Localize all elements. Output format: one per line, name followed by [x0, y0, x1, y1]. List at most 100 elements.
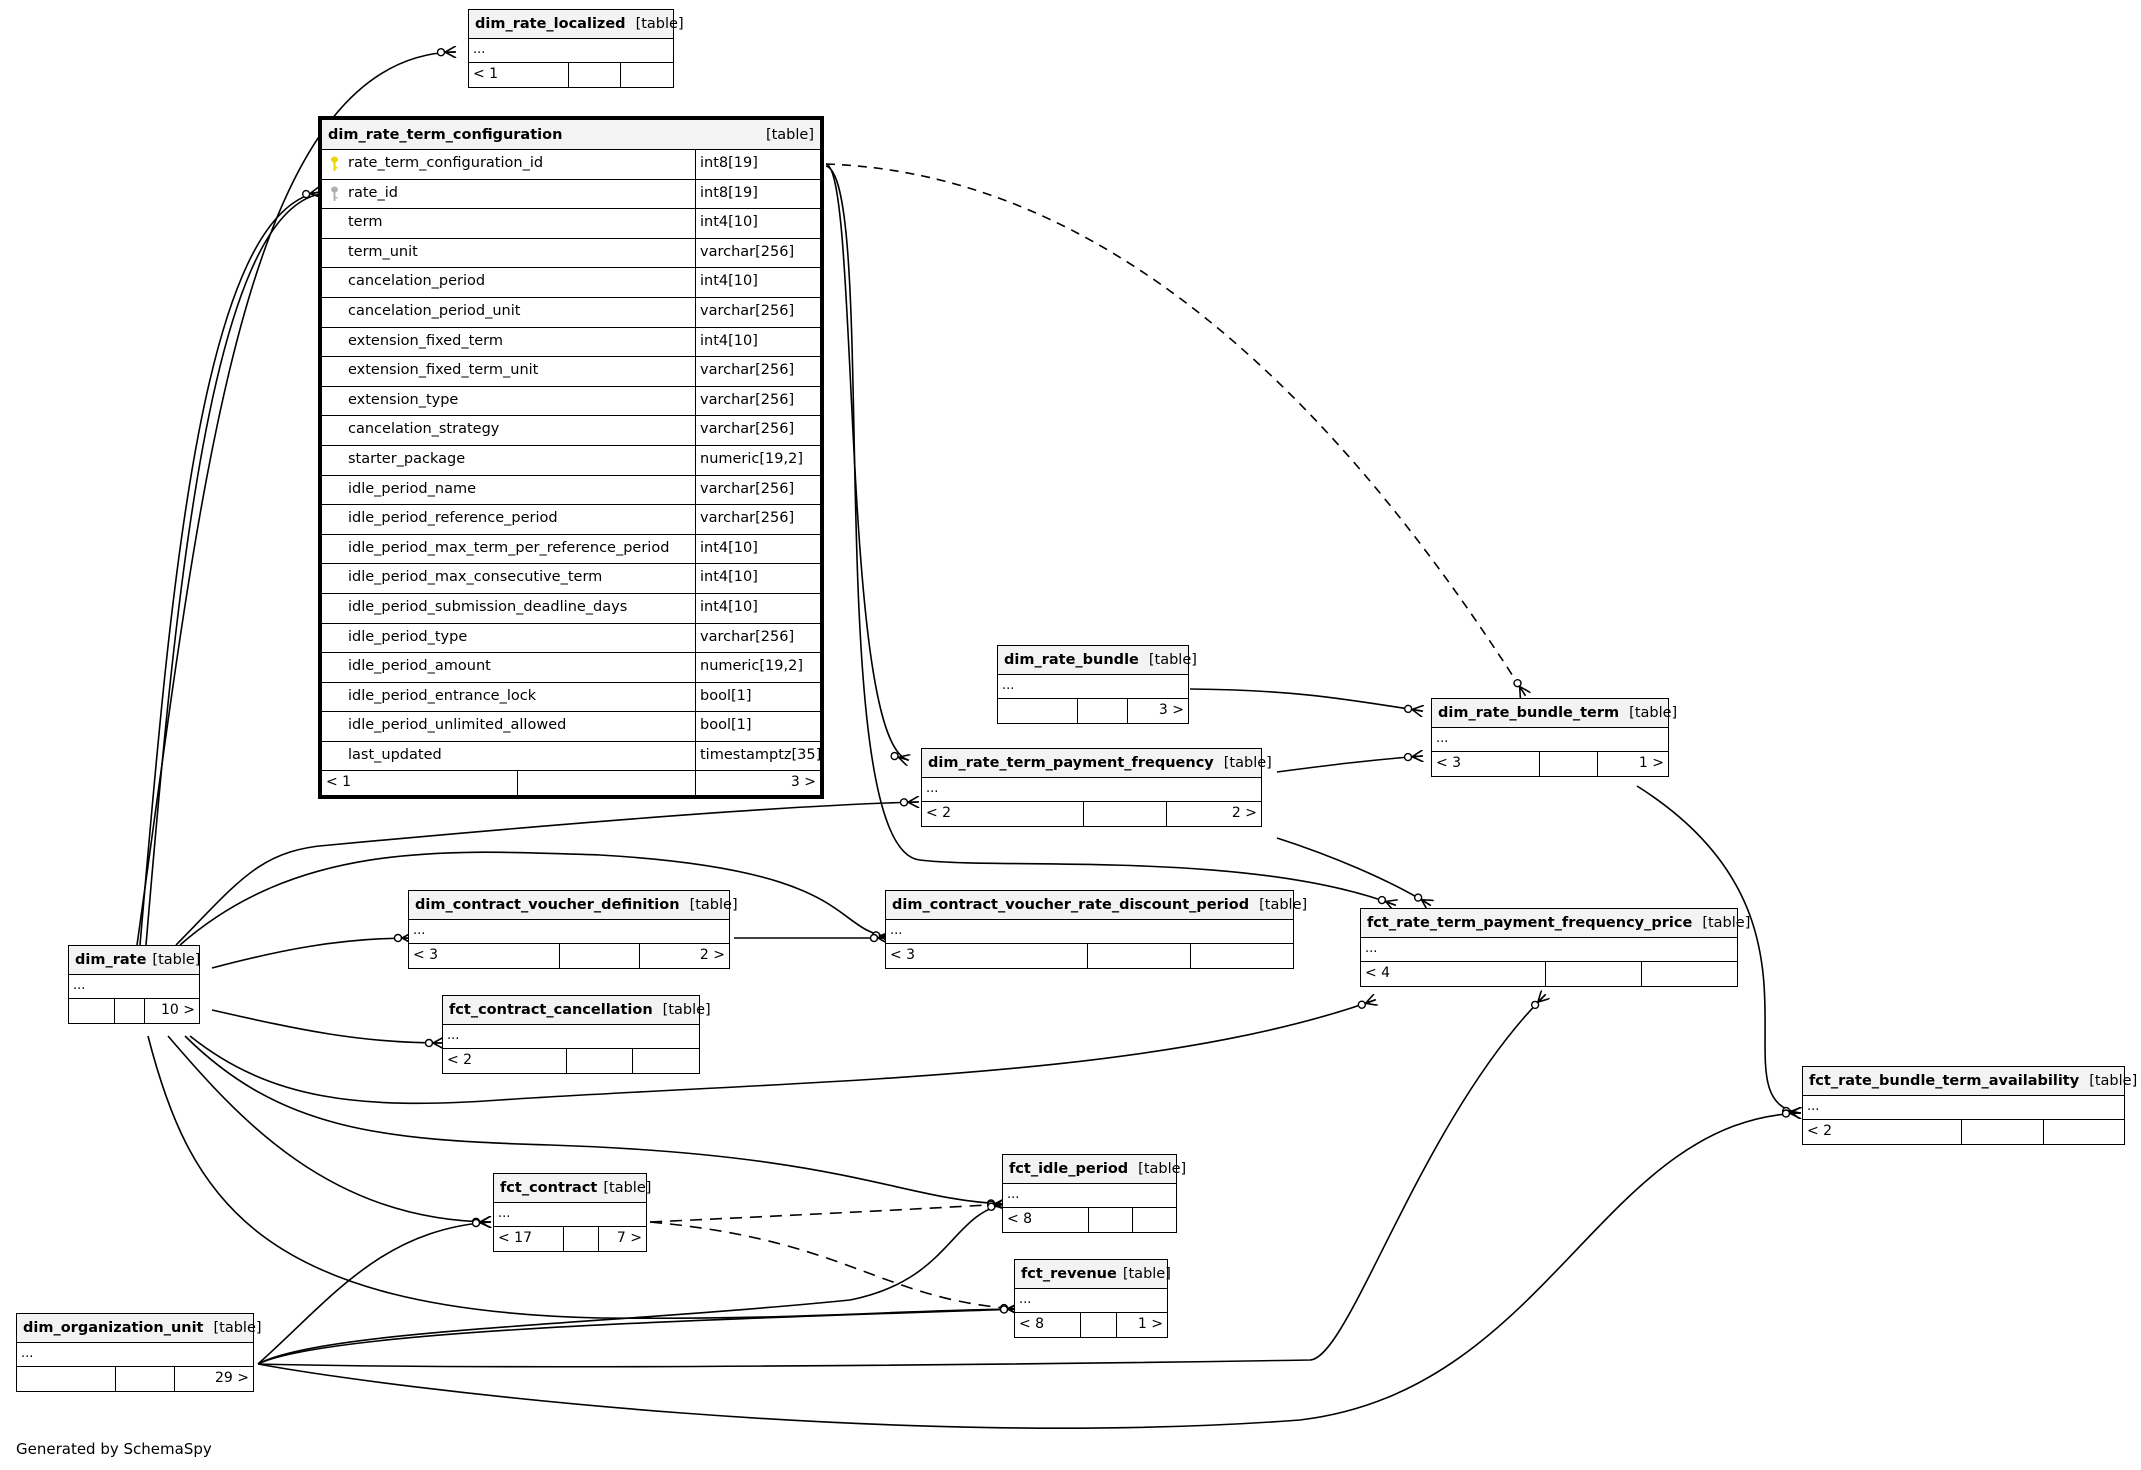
column-name: rate_id — [348, 184, 398, 201]
children-count — [1642, 962, 1737, 986]
table-dim-contract-voucher-rate-discount-period[interactable]: dim_contract_voucher_rate_discount_perio… — [885, 890, 1307, 969]
column-row[interactable]: last_updated timestamptz[35] — [322, 741, 822, 772]
table-type: [table] — [213, 1320, 262, 1336]
column-name: idle_period_max_consecutive_term — [348, 569, 603, 586]
table-dim-rate-bundle[interactable]: dim_rate_bundle[table] ... 3 > — [997, 645, 1197, 724]
foreign-key-icon — [331, 186, 338, 201]
table-type: [table] — [662, 1002, 711, 1018]
table-dim-rate-term-payment-frequency[interactable]: dim_rate_term_payment_frequency[table] .… — [921, 748, 1272, 827]
table-name: dim_rate_term_payment_frequency — [928, 755, 1214, 771]
parents-count: < 4 — [1361, 962, 1546, 986]
table-type: [table] — [765, 126, 814, 143]
table-name: dim_organization_unit — [23, 1320, 204, 1336]
edge-dim-rate-to-price — [189, 1000, 1375, 1105]
table-name: dim_rate — [75, 952, 147, 968]
column-name: idle_period_entrance_lock — [348, 687, 537, 704]
children-count: 29 > — [215, 1370, 249, 1386]
columns-ellipsis: ... — [409, 920, 729, 944]
column-type: varchar[256] — [700, 510, 795, 527]
edge-payment-frequency-to-bundle-term — [1276, 756, 1422, 773]
column-name-cell: cancelation_period_unit — [322, 297, 696, 327]
table-fct-idle-period[interactable]: fct_idle_period[table] ... < 8 — [1002, 1154, 1186, 1233]
column-name: idle_period_name — [348, 480, 476, 497]
table-fct-contract-cancellation[interactable]: fct_contract_cancellation[table] ... < 2 — [442, 995, 711, 1074]
column-name-cell: idle_period_unlimited_allowed — [322, 712, 696, 741]
column-type: varchar[256] — [700, 302, 795, 319]
children-count — [1133, 1208, 1176, 1232]
column-name-cell: starter_package — [322, 445, 696, 475]
column-row[interactable]: term_unit varchar[256] — [322, 238, 820, 269]
column-type: varchar[256] — [700, 362, 795, 379]
column-name-cell: rate_id — [322, 179, 696, 209]
column-type: int4[10] — [700, 569, 758, 586]
column-name: extension_type — [348, 391, 459, 408]
children-count: 7 > — [616, 1230, 642, 1246]
columns-ellipsis: ... — [494, 1203, 646, 1227]
table-dim-rate-term-configuration[interactable]: dim_rate_term_configuration[table] rate_… — [318, 116, 824, 800]
column-type: numeric[19,2] — [700, 450, 803, 467]
column-name: idle_period_max_term_per_reference_perio… — [348, 539, 670, 556]
edge-dim-rate-to-idle-period — [184, 1035, 1005, 1204]
column-name-cell: last_updated — [322, 741, 696, 771]
table-type: [table] — [1259, 897, 1308, 913]
column-name: last_updated — [348, 746, 442, 763]
table-name: fct_idle_period — [1009, 1161, 1129, 1177]
column-type: timestamptz[35] — [700, 746, 822, 763]
column-name-cell: idle_period_type — [322, 623, 696, 653]
table-fct-rate-term-payment-frequency-price[interactable]: fct_rate_term_payment_frequency_price[ta… — [1360, 908, 1750, 987]
edge-org-unit-to-contract — [257, 1222, 490, 1365]
column-name-cell: idle_period_submission_deadline_days — [322, 593, 696, 623]
table-dim-rate[interactable]: dim_rate[table] ... 10 > — [68, 945, 200, 1024]
columns-ellipsis: ... — [469, 39, 673, 63]
column-name-cell: idle_period_name — [322, 475, 696, 505]
columns-ellipsis: ... — [922, 778, 1261, 802]
parents-count — [17, 1367, 116, 1391]
column-type: varchar[256] — [700, 421, 795, 438]
column-row[interactable]: idle_period_max_consecutive_term int4[10] — [322, 564, 820, 594]
table-fct-rate-bundle-term-availability[interactable]: fct_rate_bundle_term_availability[table]… — [1802, 1066, 2137, 1145]
parents-count: < 17 — [494, 1227, 564, 1251]
edge-contract-to-idle-period — [649, 1204, 1005, 1223]
edge-org-unit-to-availability — [257, 1113, 1800, 1429]
children-count: 3 > — [790, 774, 816, 791]
table-name: dim_rate_localized — [475, 16, 626, 32]
parents-count: < 3 — [409, 944, 560, 968]
table-type: [table] — [603, 1180, 652, 1196]
table-name: fct_rate_bundle_term_availability — [1809, 1073, 2080, 1089]
edge-dim-rate-to-dim-rate-term-configuration-2 — [145, 193, 321, 946]
columns-ellipsis: ... — [1015, 1289, 1167, 1313]
column-type: int4[10] — [700, 539, 758, 556]
column-row[interactable]: idle_period_max_term_per_reference_perio… — [322, 534, 820, 565]
table-dim-rate-localized[interactable]: dim_rate_localized[table] ... < 1 — [468, 9, 684, 88]
column-name: rate_term_configuration_id — [348, 155, 544, 171]
column-name-cell: idle_period_reference_period — [322, 505, 696, 534]
parents-count — [998, 699, 1078, 723]
table-dim-organization-unit[interactable]: dim_organization_unit[table] ... 29 > — [16, 1313, 262, 1392]
column-name-cell: idle_period_entrance_lock — [322, 682, 696, 712]
column-type: bool[1] — [700, 687, 752, 704]
column-row[interactable]: idle_period_entrance_lock bool[1] — [322, 682, 820, 713]
table-dim-contract-voucher-definition[interactable]: dim_contract_voucher_definition[table] .… — [408, 890, 738, 969]
column-type: varchar[256] — [700, 243, 795, 260]
column-name: term_unit — [348, 243, 418, 260]
column-name-cell: rate_term_configuration_id — [322, 150, 696, 179]
